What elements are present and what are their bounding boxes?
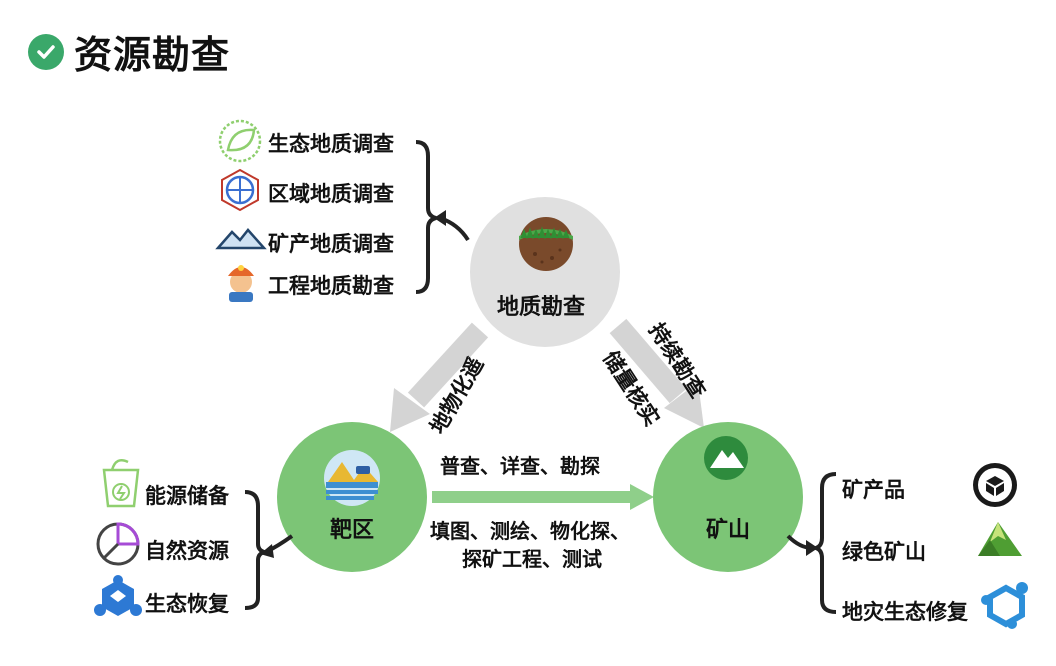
edge-label-survey-stages: 普查、详查、勘探 [440,454,600,478]
edge-label-methods-line2: 探矿工程、测试 [462,547,602,571]
page-title: 资源勘查 [74,33,231,77]
check-circle-icon [28,33,64,70]
mountain-icon [215,228,267,250]
mine-item-3: 地灾生态修复 [842,600,968,624]
landscape-icon [324,450,380,506]
target-item-3: 生态恢复 [145,592,229,616]
mine-item-1: 矿产品 [842,478,905,502]
mine-node-label: 矿山 [706,518,751,543]
target-item-1: 能源储备 [145,484,229,508]
geology-node-label: 地质勘查 [497,295,586,320]
energy-cup-icon [102,459,140,508]
geology-item-3: 矿产地质调查 [268,232,394,256]
hex-nodes-icon [981,582,1028,629]
target-item-2: 自然资源 [145,539,229,563]
soil-icon [519,217,573,271]
arrow-geology-to-target [390,322,489,432]
arrow-geology-to-mine [609,318,704,428]
globe-network-icon [221,168,259,212]
target-brace [244,490,271,610]
geology-item-4: 工程地质勘查 [268,274,394,298]
geology-brace [415,140,437,294]
mine-mountain-icon [704,436,748,480]
target-node-label: 靶区 [330,518,375,543]
geology-node-circle [470,197,620,347]
title-row: 资源勘查 [28,24,230,79]
geology-item-1: 生态地质调查 [268,132,394,156]
miner-icon [228,265,254,302]
edge-label-methods-line1: 填图、测绘、物化探、 [430,519,630,543]
green-mountain-icon [978,522,1022,556]
arrow-target-to-mine [432,484,654,510]
geology-item-2: 区域地质调查 [268,182,394,206]
hexagon-network-icon [94,575,142,616]
mine-item-2: 绿色矿山 [842,540,926,564]
cube-icon [973,463,1017,507]
leaf-icon [218,119,262,163]
mine-brace [809,472,837,614]
pie-chart-icon [96,522,140,566]
mine-node-circle [653,422,803,572]
